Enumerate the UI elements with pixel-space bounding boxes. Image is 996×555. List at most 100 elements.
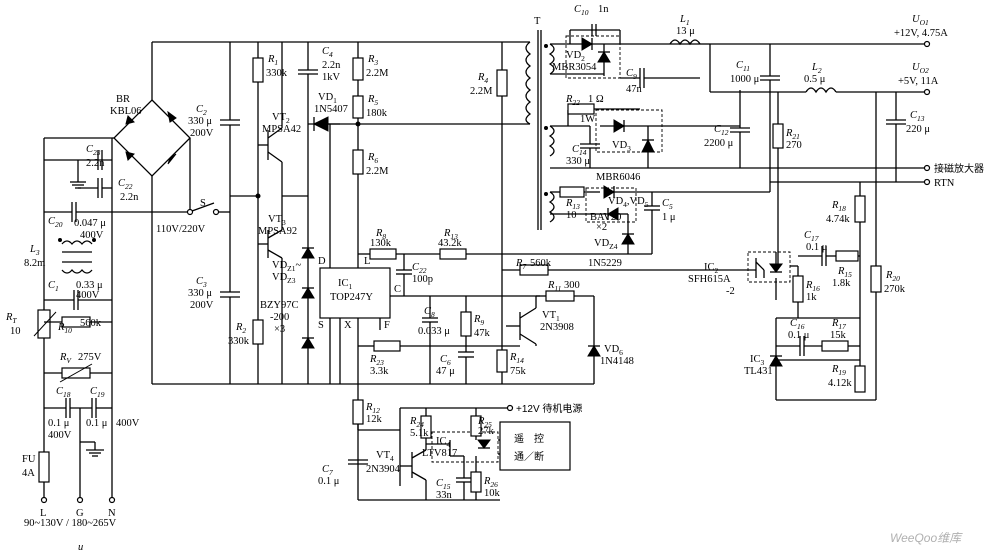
r13b-value: 10 bbox=[566, 210, 577, 221]
svg-text:IC4: IC4 bbox=[436, 436, 451, 449]
ic3-value: TL431 bbox=[744, 366, 773, 377]
svg-text:R21: R21 bbox=[785, 128, 800, 141]
svg-text:R24: R24 bbox=[409, 416, 424, 429]
svg-text:VD1: VD1 bbox=[318, 92, 337, 105]
c16-value: 0.1 μ bbox=[788, 330, 810, 341]
ic4-value: LTV817 bbox=[422, 448, 457, 459]
svg-text:C19: C19 bbox=[90, 386, 105, 399]
labels: UO1 +12V, 4.75A UO2 +5V, 11A 接磁放大器 RTN 9… bbox=[5, 4, 984, 553]
svg-text:R3: R3 bbox=[367, 54, 378, 67]
svg-text:R1: R1 bbox=[267, 54, 278, 67]
svg-text:L2: L2 bbox=[811, 62, 822, 75]
r24-value: 5.1k bbox=[410, 428, 429, 439]
r3-value: 2.2M bbox=[366, 68, 389, 79]
pin-d: D bbox=[318, 256, 326, 267]
ic1-value: TOP247Y bbox=[330, 292, 373, 303]
l3-value: 8.2m bbox=[24, 258, 45, 269]
clamp-network bbox=[298, 42, 530, 384]
terminal-l: L bbox=[40, 508, 46, 519]
c8-value: 0.033 μ bbox=[418, 326, 450, 337]
c9-value: 47n bbox=[626, 84, 643, 95]
standby-label: +12V 待机电源 bbox=[516, 402, 582, 415]
svg-text:VDZ3: VDZ3 bbox=[272, 272, 296, 285]
r4 bbox=[496, 42, 508, 124]
vd3-value: MBR6046 bbox=[596, 172, 640, 183]
svg-text:C1: C1 bbox=[48, 280, 59, 293]
svg-text:VT2: VT2 bbox=[272, 112, 290, 125]
fuse-value: 4A bbox=[22, 468, 35, 479]
svg-text:C15: C15 bbox=[436, 478, 451, 491]
u-label: u bbox=[78, 542, 83, 553]
c6-value: 47 μ bbox=[436, 366, 455, 377]
vd6-value: 1N4148 bbox=[600, 356, 634, 367]
svg-text:R26: R26 bbox=[483, 476, 498, 489]
svg-text:R20: R20 bbox=[885, 270, 900, 283]
r21-value: 270 bbox=[786, 140, 802, 151]
svg-text:IC1: IC1 bbox=[338, 278, 353, 291]
svg-text:R8: R8 bbox=[375, 228, 386, 241]
svg-text:R4: R4 bbox=[477, 72, 488, 85]
pin-f: F bbox=[384, 320, 390, 331]
pin-x: X bbox=[344, 320, 352, 331]
svg-text:UO2: UO2 bbox=[912, 62, 929, 75]
svg-text:C8: C8 bbox=[424, 306, 435, 319]
svg-text:R25: R25 bbox=[477, 416, 492, 429]
line-sense-network bbox=[358, 248, 652, 296]
c11-value: 1000 μ bbox=[730, 74, 760, 85]
terminal-g: G bbox=[76, 508, 84, 519]
c20-value: 0.047 μ bbox=[74, 218, 106, 229]
svg-text:C18: C18 bbox=[56, 386, 71, 399]
bzy-label: BZY97C bbox=[260, 300, 299, 311]
vd1-value: 1N5407 bbox=[314, 104, 348, 115]
svg-text:R5: R5 bbox=[367, 94, 378, 107]
svg-text:R9: R9 bbox=[473, 314, 484, 327]
svg-text:R15: R15 bbox=[837, 266, 852, 279]
svg-text:VT3: VT3 bbox=[268, 214, 286, 227]
svg-text:R11: R11 bbox=[547, 280, 561, 293]
svg-text:R13: R13 bbox=[443, 228, 458, 241]
uo2-value: +5V, 11A bbox=[898, 76, 939, 87]
uo2-sub: O2 bbox=[920, 66, 929, 75]
svg-text:VT4: VT4 bbox=[376, 450, 394, 463]
l1-value: 13 μ bbox=[676, 26, 695, 37]
r20-value: 270k bbox=[884, 284, 906, 295]
svg-text:VD3: VD3 bbox=[612, 140, 631, 153]
vdz4-value: 1N5229 bbox=[588, 258, 622, 269]
c2-value: 330 μ bbox=[188, 116, 212, 127]
input-range: 90~130V / 180~265V bbox=[24, 518, 117, 529]
c20-volt: 400V bbox=[80, 230, 104, 241]
input-section bbox=[33, 137, 116, 504]
c4-value: 2.2n bbox=[322, 60, 341, 71]
r7-value: 560k bbox=[530, 258, 552, 269]
r23-value: 3.3k bbox=[370, 366, 389, 377]
svg-text:C11: C11 bbox=[736, 60, 750, 73]
transformer-label: T bbox=[534, 16, 541, 27]
svg-text:R23: R23 bbox=[369, 354, 384, 367]
c4-volt: 1kV bbox=[322, 72, 341, 83]
terminal-n: N bbox=[108, 508, 116, 519]
svg-text:R17: R17 bbox=[831, 318, 846, 331]
svg-text:C5: C5 bbox=[662, 198, 673, 211]
vd2-value: MBR3054 bbox=[552, 62, 597, 73]
uo1-sub: O1 bbox=[920, 18, 929, 27]
vt3-value: MPSA92 bbox=[258, 226, 297, 237]
c1-volt: 400V bbox=[76, 290, 100, 301]
r10-value: 560k bbox=[80, 318, 102, 329]
switch-label: S bbox=[200, 198, 206, 209]
l2-value: 0.5 μ bbox=[804, 74, 826, 85]
svg-text:C16: C16 bbox=[790, 318, 805, 331]
fuse-label: FU bbox=[22, 454, 36, 465]
bridge-rectifier bbox=[112, 42, 191, 384]
r8-value: 130k bbox=[370, 238, 392, 249]
svg-text:C23: C23 bbox=[86, 144, 101, 157]
svg-text:IC3: IC3 bbox=[750, 354, 765, 367]
r9-value: 47k bbox=[474, 328, 491, 339]
c18-value: 0.1 μ bbox=[48, 418, 70, 429]
pin-s: S bbox=[318, 320, 324, 331]
c22-value: 2.2n bbox=[120, 192, 139, 203]
svg-text:R22: R22 bbox=[565, 94, 580, 107]
bzy-value: -200 bbox=[270, 312, 289, 323]
pin-c: C bbox=[394, 284, 401, 295]
c13-value: 220 μ bbox=[906, 124, 930, 135]
